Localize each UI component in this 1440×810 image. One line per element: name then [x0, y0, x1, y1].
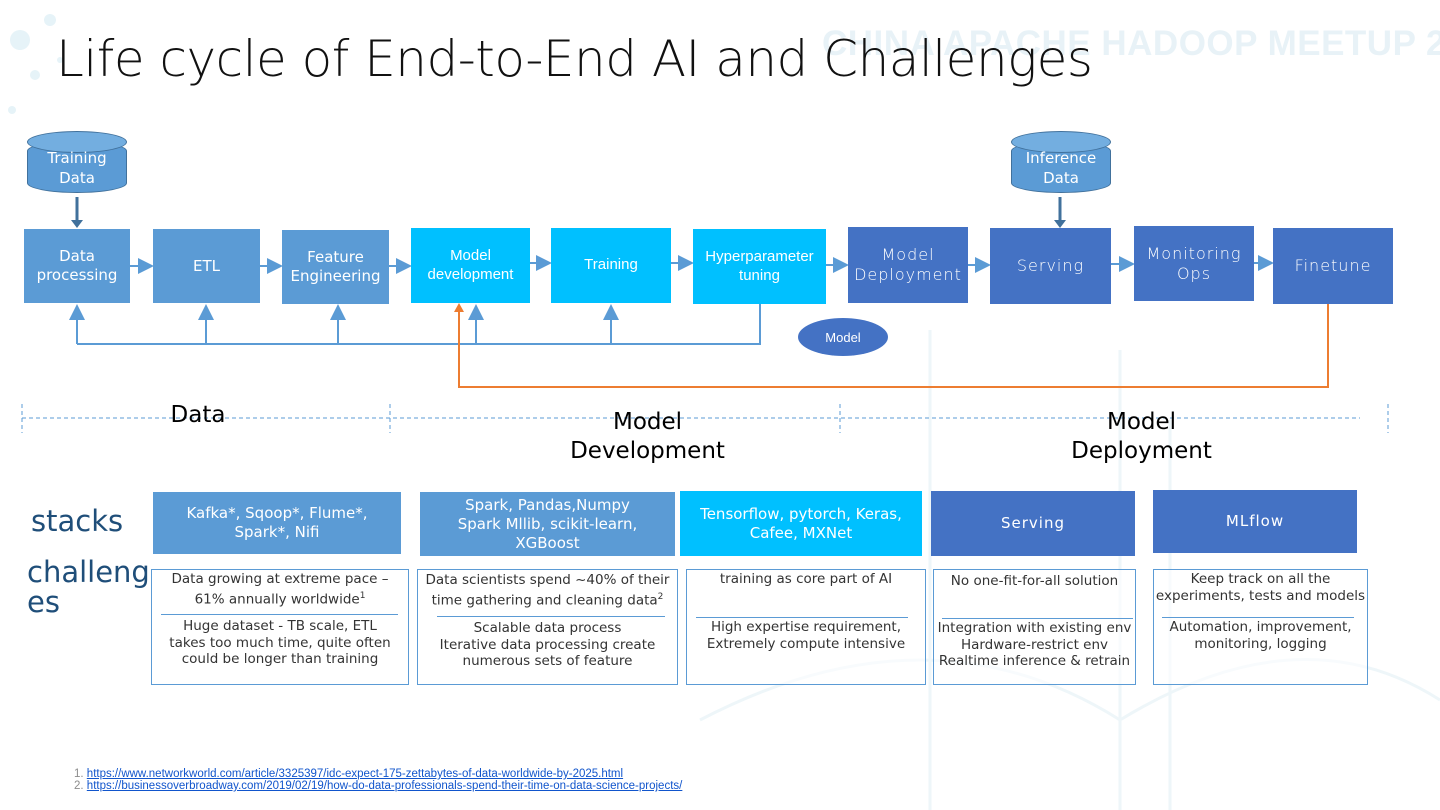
- stack-data: Kafka*, Sqoop*, Flume*,Spark*, Nifi: [153, 492, 401, 554]
- step-finetune: Finetune: [1273, 228, 1393, 304]
- inference-data-label-2: Data: [1043, 169, 1079, 187]
- training-data-label-2: Data: [59, 169, 95, 187]
- step-training: Training: [551, 228, 671, 303]
- stack-mlflow: MLflow: [1153, 490, 1357, 553]
- reference-link-2[interactable]: https://businessoverbroadway.com/2019/02…: [86, 780, 683, 792]
- stack-training: Tensorflow, pytorch, Keras,Cafee, MXNet: [680, 491, 922, 556]
- stacks-label: stacks: [31, 504, 124, 538]
- stack-serving: Serving: [931, 491, 1135, 556]
- inference-data-label-1: Inference: [1025, 149, 1097, 167]
- model-oval: Model: [798, 318, 888, 356]
- page-title: Life cycle of End-to-End AI and Challeng…: [56, 30, 1093, 88]
- step-etl: ETL: [153, 229, 260, 303]
- challenge-serving: No one-fit-for-all solution Integration …: [933, 569, 1136, 685]
- challenge-data: Data growing at extreme pace –61% annual…: [151, 569, 409, 685]
- reference-link-1[interactable]: https://www.networkworld.com/article/332…: [86, 768, 624, 780]
- references: 1. https://www.networkworld.com/article/…: [74, 768, 682, 792]
- training-data-label-1: Training: [47, 149, 107, 167]
- challenge-training: training as core part of AI High experti…: [686, 569, 926, 685]
- reference-2: 2. https://businessoverbroadway.com/2019…: [74, 780, 683, 792]
- watermark-text: CHINA APACHE HADOOP MEETUP 2022: [822, 24, 1440, 63]
- reference-1: 1. https://www.networkworld.com/article/…: [74, 768, 624, 780]
- phase-data-label: Data: [170, 402, 226, 428]
- step-serving: Serving: [990, 228, 1111, 304]
